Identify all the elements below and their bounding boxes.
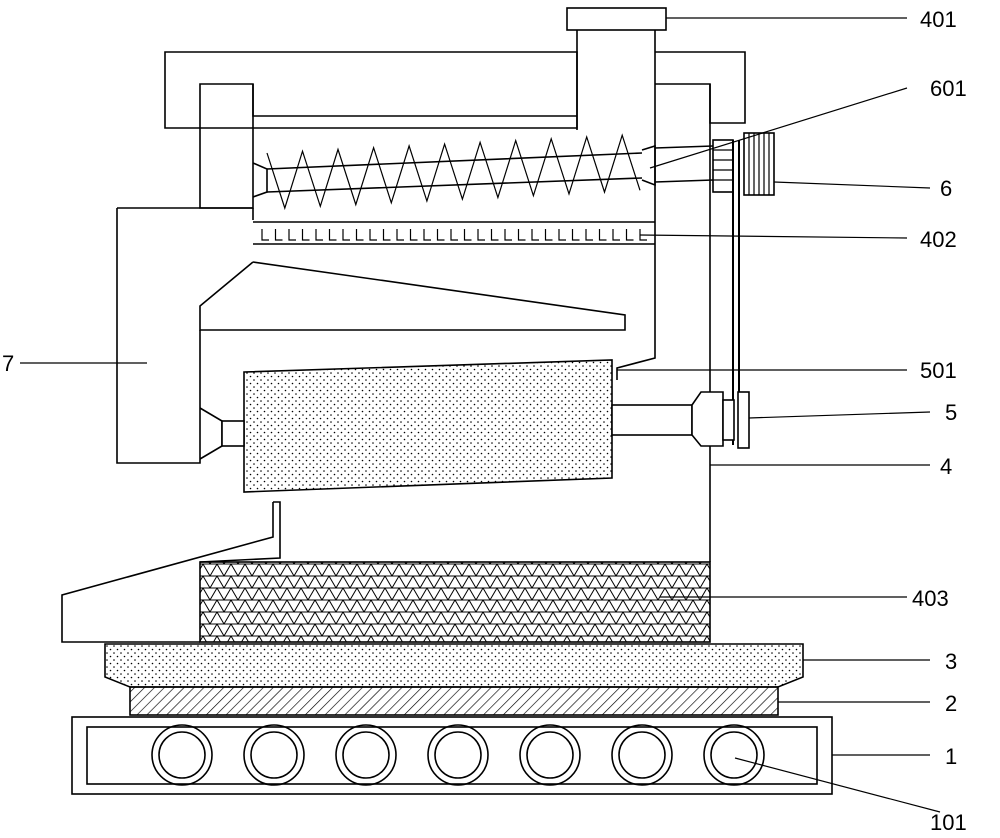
roller-inner bbox=[434, 731, 482, 779]
side-collector-7 bbox=[116, 207, 253, 464]
base-1 bbox=[71, 716, 833, 795]
sieve-plate-402 bbox=[253, 221, 655, 245]
roller-inner bbox=[158, 731, 206, 779]
label-4: 4 bbox=[940, 454, 952, 479]
rollers-101 bbox=[151, 724, 765, 786]
label-6: 6 bbox=[940, 176, 952, 201]
roller-outer bbox=[427, 724, 489, 786]
housing-4 bbox=[252, 84, 711, 562]
label-101: 101 bbox=[930, 810, 967, 835]
shaft-5 bbox=[199, 391, 750, 460]
roller-outer bbox=[519, 724, 581, 786]
roller-outer bbox=[151, 724, 213, 786]
plate-2 bbox=[129, 686, 779, 716]
discharge-chute bbox=[61, 501, 281, 643]
label-5: 5 bbox=[945, 400, 957, 425]
roller-outer bbox=[611, 724, 673, 786]
roller-inner bbox=[526, 731, 574, 779]
label-402: 402 bbox=[920, 227, 957, 252]
feed-hopper-401 bbox=[566, 7, 667, 130]
guide-chute bbox=[199, 261, 626, 331]
label-1: 1 bbox=[945, 744, 957, 769]
roller-inner bbox=[618, 731, 666, 779]
label-7: 7 bbox=[2, 351, 14, 376]
part-labels: 401 601 6 402 7 501 5 4 403 3 2 1 101 bbox=[2, 7, 967, 835]
label-501: 501 bbox=[920, 358, 957, 383]
leader-lines bbox=[20, 17, 941, 813]
label-3: 3 bbox=[945, 649, 957, 674]
label-601: 601 bbox=[930, 76, 967, 101]
roller-outer bbox=[243, 724, 305, 786]
crushing-roller-501 bbox=[243, 359, 613, 493]
label-403: 403 bbox=[912, 586, 949, 611]
screw-conveyor-601 bbox=[252, 133, 656, 211]
label-2: 2 bbox=[945, 691, 957, 716]
roller-inner bbox=[250, 731, 298, 779]
roller-inner bbox=[342, 731, 390, 779]
filter-layer-403 bbox=[199, 561, 711, 643]
roller-outer bbox=[703, 724, 765, 786]
roller-outer bbox=[335, 724, 397, 786]
plate-3 bbox=[104, 643, 804, 688]
roller-inner bbox=[710, 731, 758, 779]
label-401: 401 bbox=[920, 7, 957, 32]
